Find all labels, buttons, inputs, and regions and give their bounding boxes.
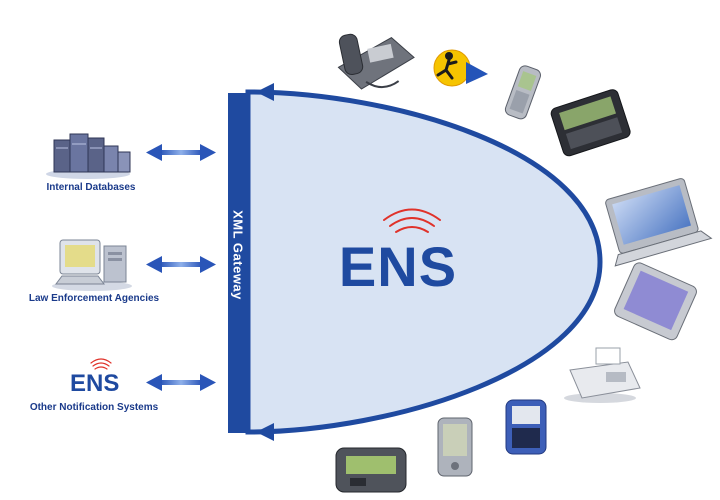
workstation-icon	[52, 239, 132, 291]
tablet-pc-icon	[614, 262, 697, 341]
mobile-phone-icon	[504, 65, 541, 120]
xml-gateway-bar	[228, 93, 249, 433]
fax-machine-icon	[564, 347, 641, 403]
two-way-pager-icon	[550, 89, 631, 157]
ens-region	[245, 89, 603, 435]
pager-icon	[335, 447, 407, 493]
ens-center-title: ENS	[338, 235, 458, 298]
pda-icon	[437, 417, 473, 477]
xml-gateway-label: XML Gateway	[230, 210, 246, 300]
source-label-other-systems: Other Notification Systems	[29, 402, 159, 413]
instant-messenger-icon	[433, 49, 488, 87]
ens-logo-signal-icon	[90, 358, 112, 370]
region-arrowhead-bottom	[256, 423, 274, 441]
arrow-other-systems	[146, 374, 216, 391]
arrow-databases	[146, 144, 216, 161]
server-rack-icon	[46, 133, 131, 179]
laptop-icon	[605, 178, 713, 267]
center-signal-icon	[383, 208, 441, 233]
blackberry-icon	[505, 399, 547, 455]
source-label-databases: Internal Databases	[46, 182, 136, 193]
source-label-law-enforcement: Law Enforcement Agencies	[28, 293, 160, 304]
region-arrowhead-top	[256, 83, 274, 101]
ens-logo-text: ENS	[70, 370, 120, 397]
desk-phone-icon	[337, 33, 415, 90]
arrow-law-enforcement	[146, 256, 216, 273]
